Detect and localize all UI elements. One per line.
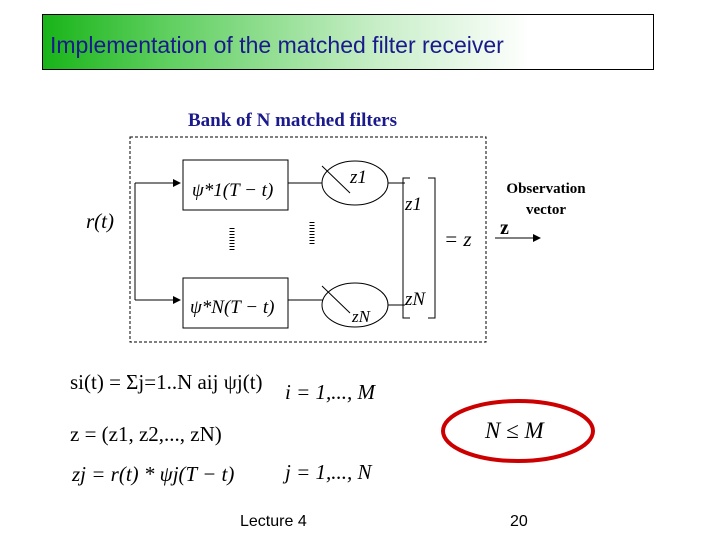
vector-label-bottom: zN (404, 289, 426, 310)
output-z-label: z (500, 217, 509, 239)
vector-equals-z: = z (444, 227, 472, 251)
bank-dashed-box (129, 136, 487, 343)
zj-equation: zj = r(t) * ψj(T − t) (72, 462, 235, 486)
z-vector-equation: z = (z1, z2,..., zN) (70, 422, 222, 446)
signal-equation: si(t) = Σj=1..N aij ψj(t) (70, 370, 263, 394)
switch-icon-bottom (321, 285, 351, 314)
title-bar: Implementation of the matched filter rec… (42, 14, 654, 70)
highlight-ellipse (441, 399, 595, 463)
sample-label-top: z1 (349, 167, 367, 188)
filter-label-bottom: ψ*N(T − t) (190, 297, 274, 318)
condition-n-le-m: N ≤ M (485, 418, 544, 443)
switch-icon-top (321, 165, 351, 194)
observation-label-line2: vector (526, 202, 566, 218)
vector-bracket-right (428, 177, 436, 319)
sample-label-bottom: zN (351, 307, 372, 326)
page-number: 20 (510, 513, 528, 530)
input-label: r(t) (86, 209, 114, 233)
vector-label-top: z1 (404, 194, 422, 215)
filter-box-bottom (182, 277, 289, 329)
footer-lecture: Lecture 4 (240, 513, 307, 530)
filter-box-top (182, 159, 289, 211)
zj-range: j = 1,..., N (285, 460, 372, 484)
filter-label-top: ψ*1(T − t) (192, 180, 273, 201)
signal-range: i = 1,..., M (285, 380, 375, 404)
observation-label-line1: Observation (506, 181, 586, 197)
bank-label: Bank of N matched filters (188, 110, 397, 131)
vector-bracket-left (402, 177, 410, 319)
slide-title: Implementation of the matched filter rec… (50, 32, 504, 58)
